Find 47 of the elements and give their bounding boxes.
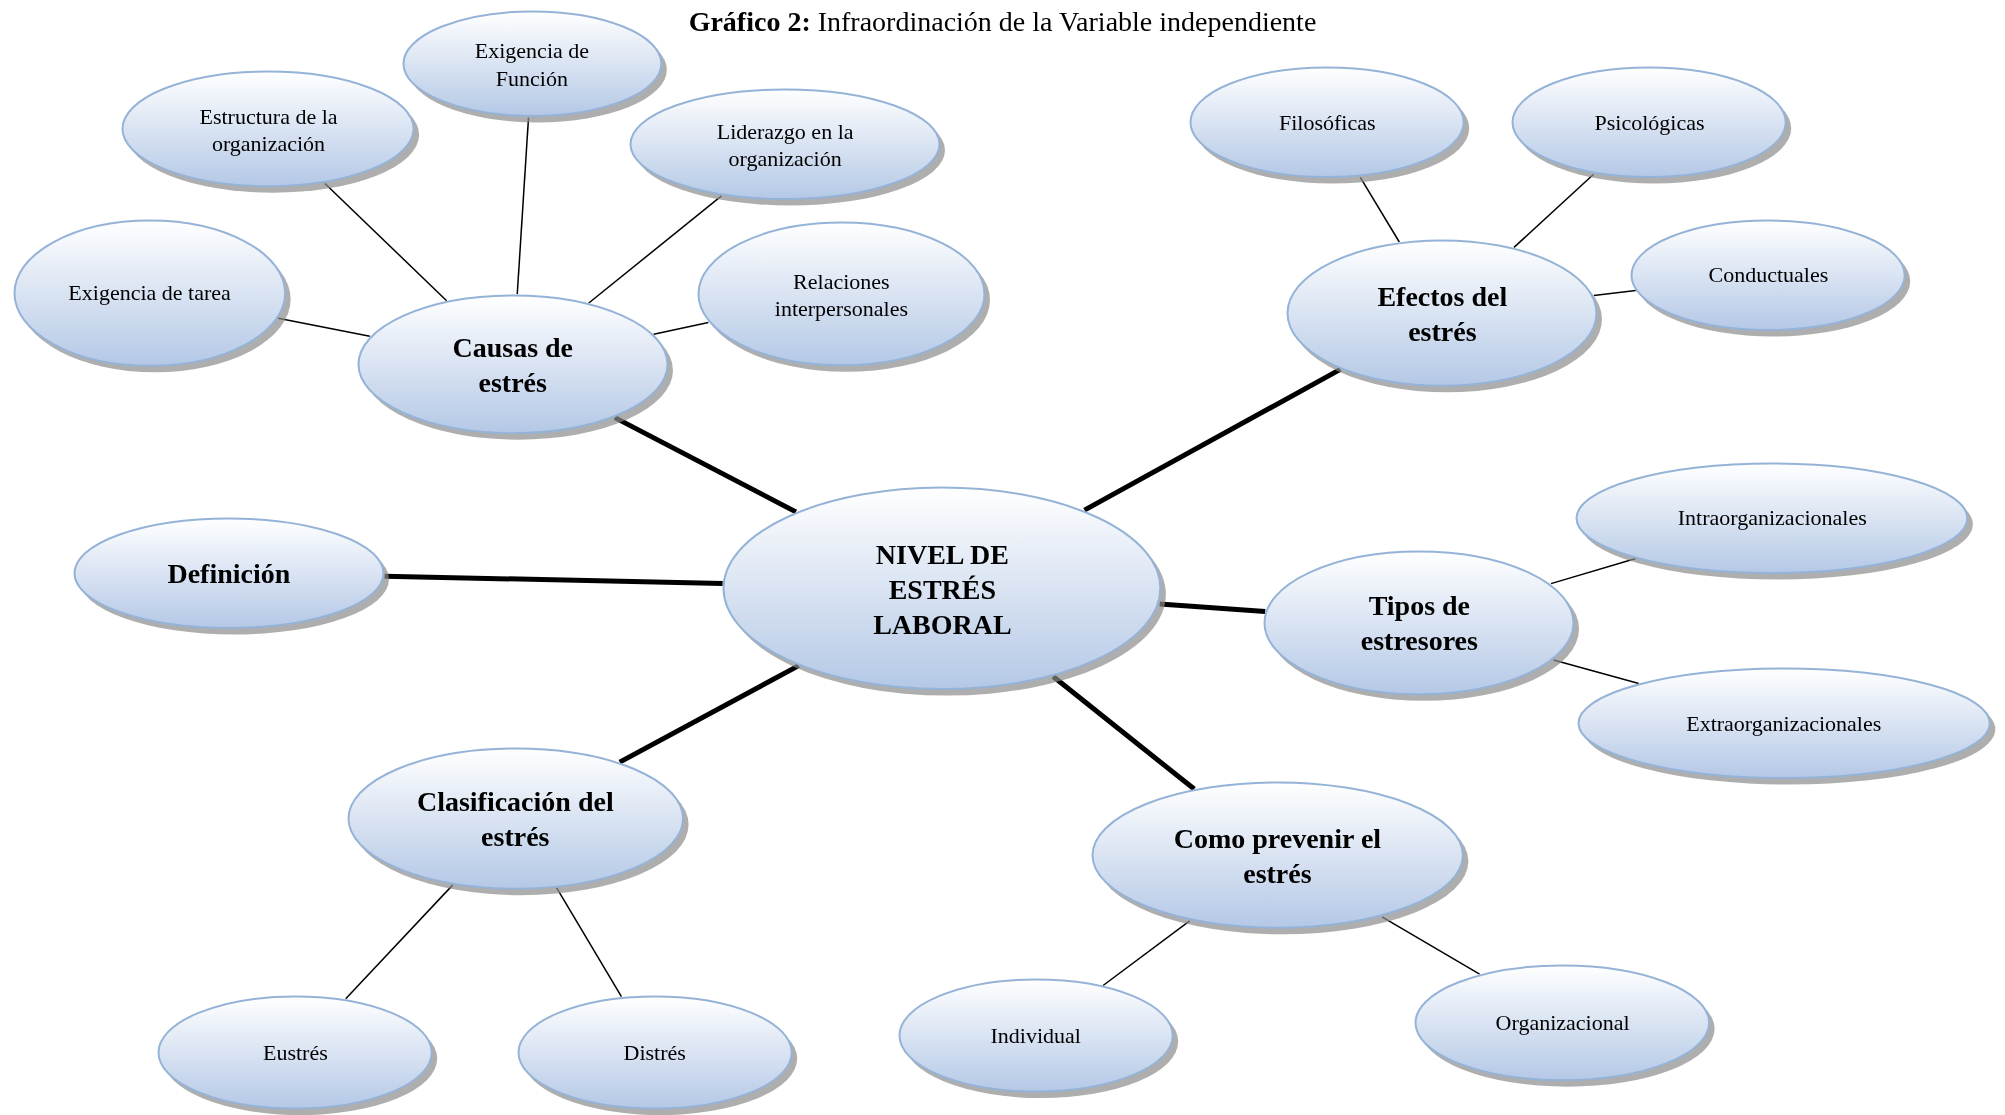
node-label: Exigencia de Función [473, 36, 591, 92]
node-label: Psicológicas [1593, 109, 1706, 137]
node-label: Individual [989, 1022, 1082, 1050]
ellipse-node [897, 978, 1180, 1101]
ellipse-node [722, 485, 1169, 698]
node-label: Relaciones interpersonales [773, 267, 909, 323]
ellipse-node [1630, 218, 1913, 339]
node-label: Estructura de la organización [198, 102, 339, 158]
node-label: Liderazgo en la organización [715, 117, 855, 173]
connector-line [618, 663, 800, 765]
ellipse-node [401, 10, 669, 125]
ellipse-node [72, 516, 391, 637]
ellipse-node [696, 221, 992, 374]
node-label: Distrés [622, 1039, 687, 1067]
node-label: Intraorganizacionales [1676, 504, 1868, 533]
connector-line [652, 321, 710, 335]
ellipse-node [1511, 66, 1794, 186]
ellipse-node [1286, 239, 1605, 395]
node-label: Clasificación del estrés [415, 784, 615, 854]
ellipse-node [1414, 964, 1717, 1089]
ellipse-node [1576, 667, 1997, 787]
node-label: Organizacional [1494, 1009, 1631, 1038]
node-label: Conductuales [1707, 261, 1830, 290]
ellipse-node [629, 88, 948, 208]
ellipse-node [12, 218, 293, 374]
connector-line [1593, 289, 1637, 297]
ellipse-node [1263, 549, 1582, 703]
ellipse-node [1575, 461, 1976, 582]
connector-line [1083, 367, 1342, 513]
ellipse-node [356, 294, 675, 442]
node-label: Eustrés [261, 1039, 329, 1067]
node-label: Tipos de estresores [1359, 589, 1479, 659]
node-label: Definición [166, 556, 292, 591]
chart-title: Gráfico 2: Infraordinación de la Variable independiente [687, 6, 1318, 38]
ellipse-node [121, 70, 422, 195]
node-label: Efectos del estrés [1376, 279, 1509, 349]
node-label: Filosóficas [1278, 109, 1377, 137]
node-label: Como prevenir el estrés [1172, 821, 1383, 891]
node-label: Exigencia de tarea [67, 279, 232, 308]
ellipse-node [516, 994, 799, 1115]
ellipse-node [346, 746, 691, 897]
ellipse-node [1189, 66, 1472, 186]
node-label: Extraorganizacionales [1685, 710, 1883, 738]
node-label: NIVEL DE ESTRÉS LABORAL [872, 537, 1013, 642]
ellipse-node [1090, 781, 1471, 937]
ellipse-node [157, 994, 440, 1115]
node-label: Causas de estrés [451, 330, 575, 400]
